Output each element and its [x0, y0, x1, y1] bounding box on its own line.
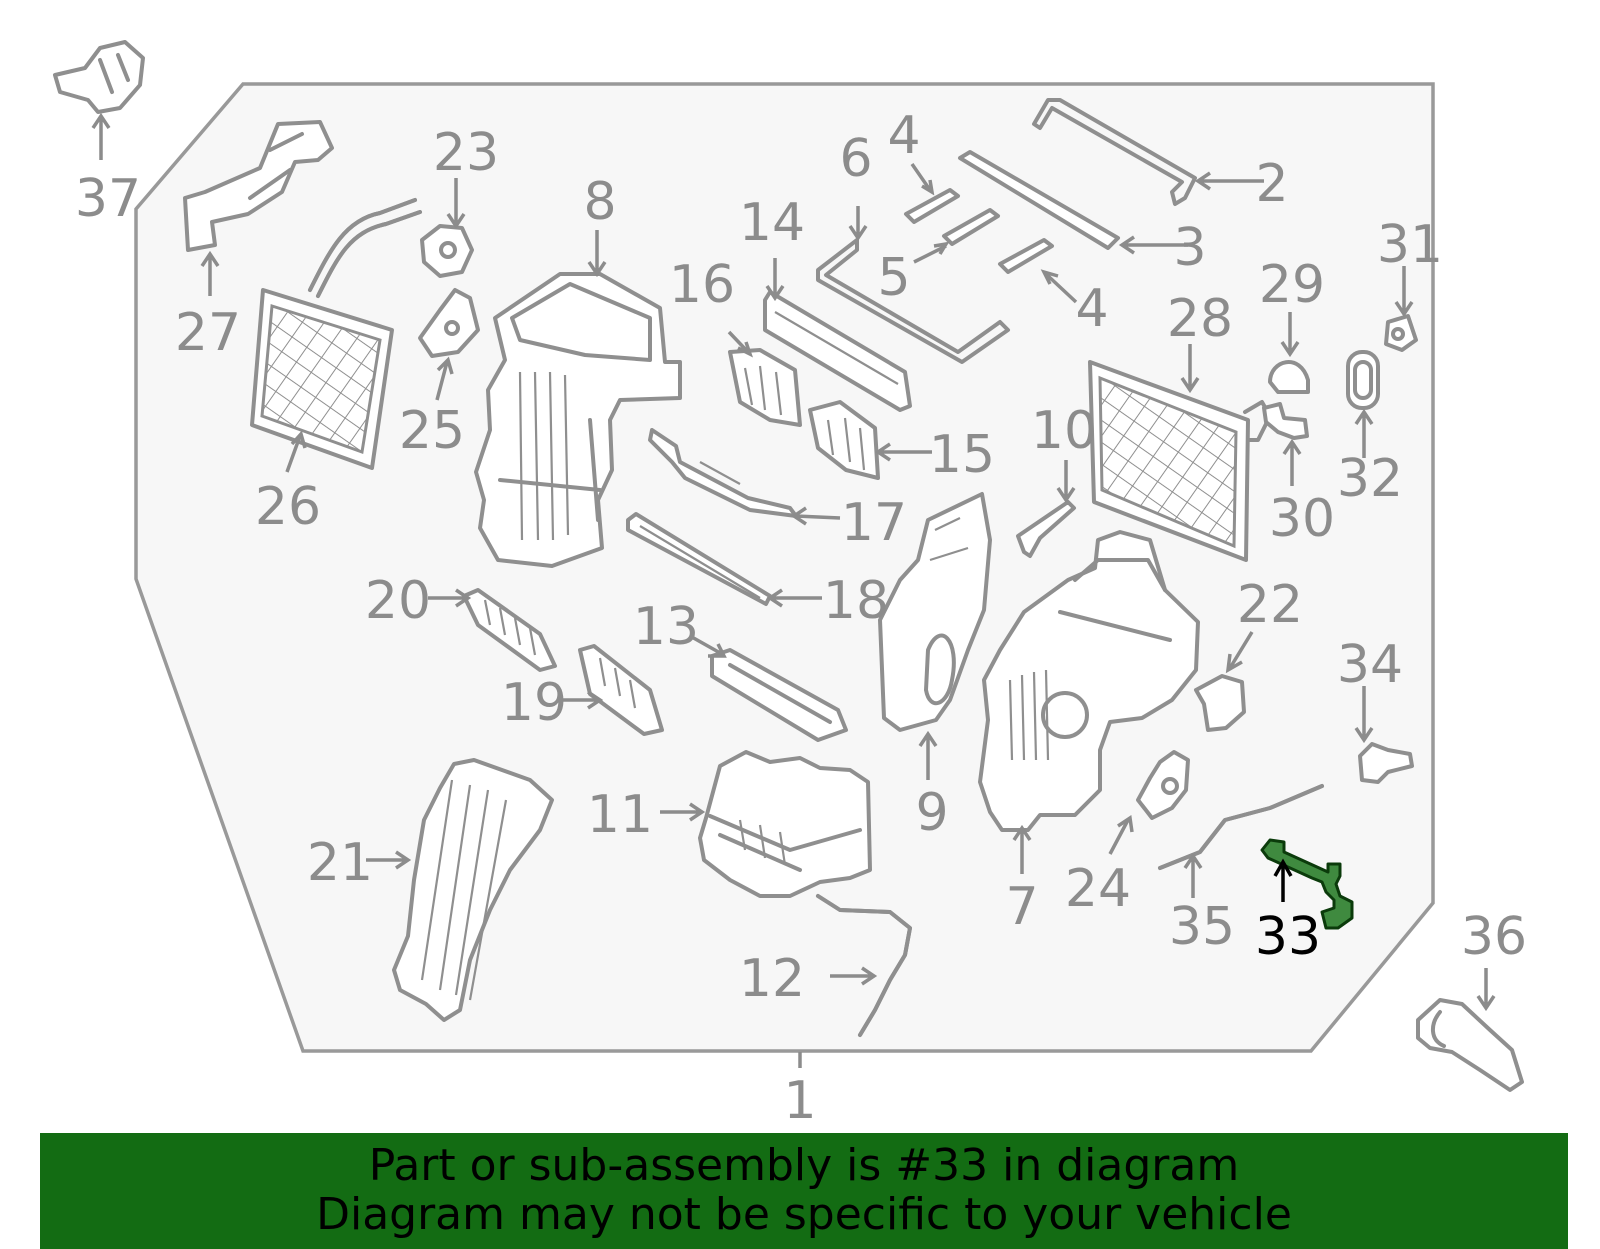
callout-37: 37: [75, 169, 141, 229]
part-16-door: [728, 348, 802, 427]
callout-21: 21: [307, 833, 373, 893]
callout-33: 33: [1255, 907, 1321, 967]
part-37-bracket: [53, 40, 145, 114]
part-11-tray: [698, 750, 872, 898]
part-9-duct: [878, 492, 992, 732]
callout-8: 8: [583, 172, 616, 232]
callout-12: 12: [739, 949, 805, 1009]
part-18-bar: [626, 512, 772, 606]
callout-22: 22: [1237, 575, 1303, 635]
callout-34: 34: [1337, 635, 1403, 695]
part-13-bracket: [710, 648, 848, 742]
callout-7: 7: [1005, 877, 1038, 937]
callout-29: 29: [1259, 255, 1325, 315]
callout-6: 6: [839, 129, 872, 189]
callout-4-right: 4: [1075, 279, 1108, 339]
part-27-duct: [183, 120, 334, 252]
part-12-hose: [816, 894, 912, 1037]
part-4-pieces: [904, 188, 1054, 274]
banner-line-disclaimer: Diagram may not be specific to your vehi…: [316, 1189, 1292, 1240]
part-25-actuator: [418, 288, 480, 358]
info-banner: Part or sub-assembly is #33 in diagram D…: [40, 1133, 1568, 1249]
part-10-piece: [1016, 500, 1076, 558]
callout-labels: 1 2 3 4 4 5 6 7 8 9 10 11 12 13 14 15 16…: [75, 106, 1527, 1131]
part-8-housing: [474, 272, 682, 568]
part-31-grommet: [1384, 314, 1418, 352]
part-30-clip: [1262, 402, 1309, 440]
callout-27: 27: [175, 303, 241, 363]
callout-28: 28: [1167, 289, 1233, 349]
part-2-seal: [1032, 98, 1197, 206]
part-23-actuator: [420, 224, 474, 278]
callout-36: 36: [1461, 907, 1527, 967]
banner-line-part-number: Part or sub-assembly is #33 in diagram: [368, 1140, 1240, 1191]
part-36-duct: [1416, 998, 1524, 1092]
callout-13: 13: [633, 597, 699, 657]
callout-17: 17: [841, 493, 907, 553]
callout-10: 10: [1031, 401, 1097, 461]
callout-25: 25: [399, 401, 465, 461]
callout-1: 1: [783, 1071, 816, 1131]
callout-15: 15: [929, 425, 995, 485]
part-6-seal: [816, 238, 1010, 364]
callout-2: 2: [1255, 154, 1288, 214]
callout-16: 16: [669, 255, 735, 315]
callout-32: 32: [1337, 449, 1403, 509]
part-22-resistor: [1194, 674, 1246, 732]
callout-31: 31: [1377, 215, 1443, 275]
callout-24: 24: [1065, 859, 1131, 919]
callout-19: 19: [501, 673, 567, 733]
callout-14: 14: [739, 193, 805, 253]
part-28-evaporator: [1088, 360, 1272, 562]
callout-3: 3: [1173, 218, 1206, 278]
callout-23: 23: [433, 123, 499, 183]
part-7-blower-housing: [978, 530, 1200, 832]
callout-4-top: 4: [887, 106, 920, 166]
callout-26: 26: [255, 477, 321, 537]
part-20-vent: [462, 588, 557, 672]
part-26-heater-core: [250, 198, 422, 470]
part-5-piece: [942, 208, 1000, 246]
callout-30: 30: [1269, 489, 1335, 549]
callout-9: 9: [915, 783, 948, 843]
callout-5: 5: [877, 248, 910, 308]
part-29-clip: [1268, 360, 1310, 394]
part-24-actuator: [1136, 750, 1190, 820]
part-3-strip: [958, 150, 1120, 250]
callout-18: 18: [823, 571, 889, 631]
part-34-sensor: [1358, 742, 1414, 784]
part-21-duct: [392, 758, 554, 1022]
callout-35: 35: [1169, 897, 1235, 957]
callout-11: 11: [587, 785, 653, 845]
leader-lines: [91, 112, 1496, 1068]
part-32-seal: [1346, 350, 1380, 410]
callout-20: 20: [365, 571, 431, 631]
part-35-hose: [1158, 784, 1324, 870]
part-15-door: [808, 400, 880, 480]
